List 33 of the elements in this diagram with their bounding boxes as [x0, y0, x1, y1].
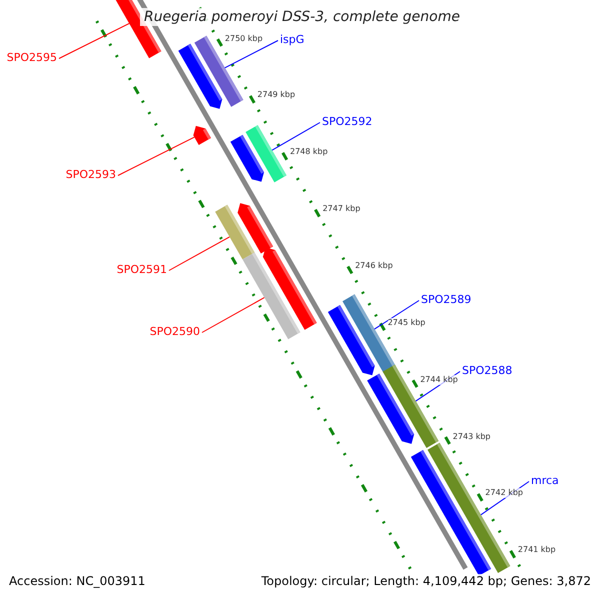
gene-arrow-bar [178, 44, 222, 109]
gene-arrow-bar [367, 374, 414, 444]
leader-line [374, 300, 420, 330]
gene-label: SPO2593 [66, 168, 116, 181]
gene-label: ispG [280, 33, 304, 46]
leader-line [168, 236, 230, 271]
gene-label: SPO2589 [421, 293, 472, 306]
gene-label: mrca [531, 474, 559, 487]
leader-line [272, 122, 320, 151]
leader-line [118, 136, 195, 176]
tick-label: 2742 kbp [485, 488, 523, 498]
leader-line [58, 23, 130, 59]
gene-arrow-bar [230, 134, 264, 182]
gene-arrow-bar [238, 203, 274, 254]
tick-label: 2741 kbp [518, 545, 556, 556]
leader-line [224, 40, 278, 68]
tick-label: 2748 kbp [290, 147, 328, 158]
leader-line [202, 297, 265, 333]
gene-arrow-bar [193, 126, 211, 145]
tick-label: 2749 kbp [257, 90, 296, 100]
gene-label: SPO2591 [116, 263, 167, 276]
tick-label: 2747 kbp [322, 204, 360, 214]
tick-label: 2750 kbp [224, 34, 263, 44]
gene-arrow-bar [262, 247, 317, 330]
gene-label: SPO2588 [462, 364, 512, 377]
tick-label: 2746 kbp [355, 261, 393, 271]
gene-label: SPO2595 [6, 51, 57, 64]
tick-label: 2743 kbp [452, 432, 490, 442]
gene-label: SPO2592 [322, 115, 372, 128]
gene-arrow-bar [328, 305, 375, 376]
gene-label: SPO2590 [150, 325, 200, 338]
tick-label: 2745 kbp [388, 318, 426, 328]
tick-label: 2744 kbp [420, 374, 458, 385]
